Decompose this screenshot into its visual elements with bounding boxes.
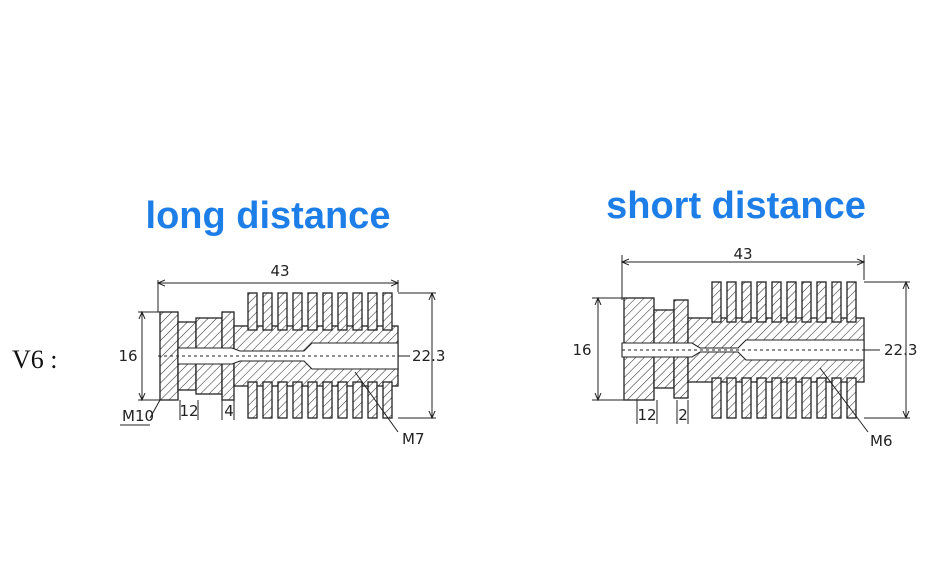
long-fin-bottom [277, 381, 288, 419]
long-fin-bottom [307, 381, 318, 419]
short-fin-bottom [801, 377, 812, 419]
long-label-gap: 4 [224, 402, 234, 420]
long-fin-top [322, 292, 333, 331]
short-fin-bottom [816, 377, 827, 419]
long-fin-diameter: 22.3 [412, 347, 445, 365]
short-diameter: 16 [572, 341, 591, 359]
short-fin-bottom [831, 377, 842, 419]
short-fin-top [831, 281, 842, 323]
short-fin-top [741, 281, 752, 323]
long-fin-top [307, 292, 318, 331]
short-fin-top [786, 281, 797, 323]
short-fin-top [756, 281, 767, 323]
short-fin-bottom [846, 377, 857, 419]
short-fin-diameter: 22.3 [884, 341, 917, 359]
long-fin-top [277, 292, 288, 331]
short-fin-top [816, 281, 827, 323]
short-fin-bottom [771, 377, 782, 419]
long-fin-top [352, 292, 363, 331]
short-fin-top [801, 281, 812, 323]
short-fin-top [846, 281, 857, 323]
short-distance-drawing: short distance 43 16 22.3 12 2 M6 [572, 185, 917, 450]
long-label-thread-top: M10 [122, 407, 154, 425]
long-fin-bottom [292, 381, 303, 419]
short-fin-top [711, 281, 722, 323]
short-thread-label: M6 [870, 432, 893, 450]
short-fin-bottom [786, 377, 797, 419]
long-fin-bottom [247, 381, 258, 419]
long-fin-bottom [262, 381, 273, 419]
short-fin-bottom [726, 377, 737, 419]
long-fin-bottom [322, 381, 333, 419]
short-fin-bottom [756, 377, 767, 419]
long-thread-label: M7 [402, 430, 425, 448]
long-fin-top [337, 292, 348, 331]
short-overall-length: 43 [733, 245, 752, 263]
long-label-neck-length: 12 [179, 402, 198, 420]
long-distance-title: long distance [146, 195, 391, 237]
long-fin-top [262, 292, 273, 331]
short-fin-top [771, 281, 782, 323]
short-label-gap: 2 [678, 406, 688, 424]
long-overall-length: 43 [270, 262, 289, 280]
short-fin-bottom [741, 377, 752, 419]
long-collar-top [159, 311, 179, 401]
long-fin-top [247, 292, 258, 331]
long-diameter: 16 [118, 347, 137, 365]
row-label: V6 : [12, 345, 58, 374]
long-fin-top [367, 292, 378, 331]
short-distance-title: short distance [606, 185, 866, 227]
long-fin-top [292, 292, 303, 331]
short-fin-top [726, 281, 737, 323]
short-fin-bottom [711, 377, 722, 419]
long-fin-bottom [352, 381, 363, 419]
short-label-neck-length: 12 [637, 406, 656, 424]
long-distance-drawing: long distance 43 16 22.3 M10 12 4 [118, 195, 445, 448]
long-fin-bottom [337, 381, 348, 419]
long-fin-top [382, 292, 393, 331]
long-fin-bottom [367, 381, 378, 419]
